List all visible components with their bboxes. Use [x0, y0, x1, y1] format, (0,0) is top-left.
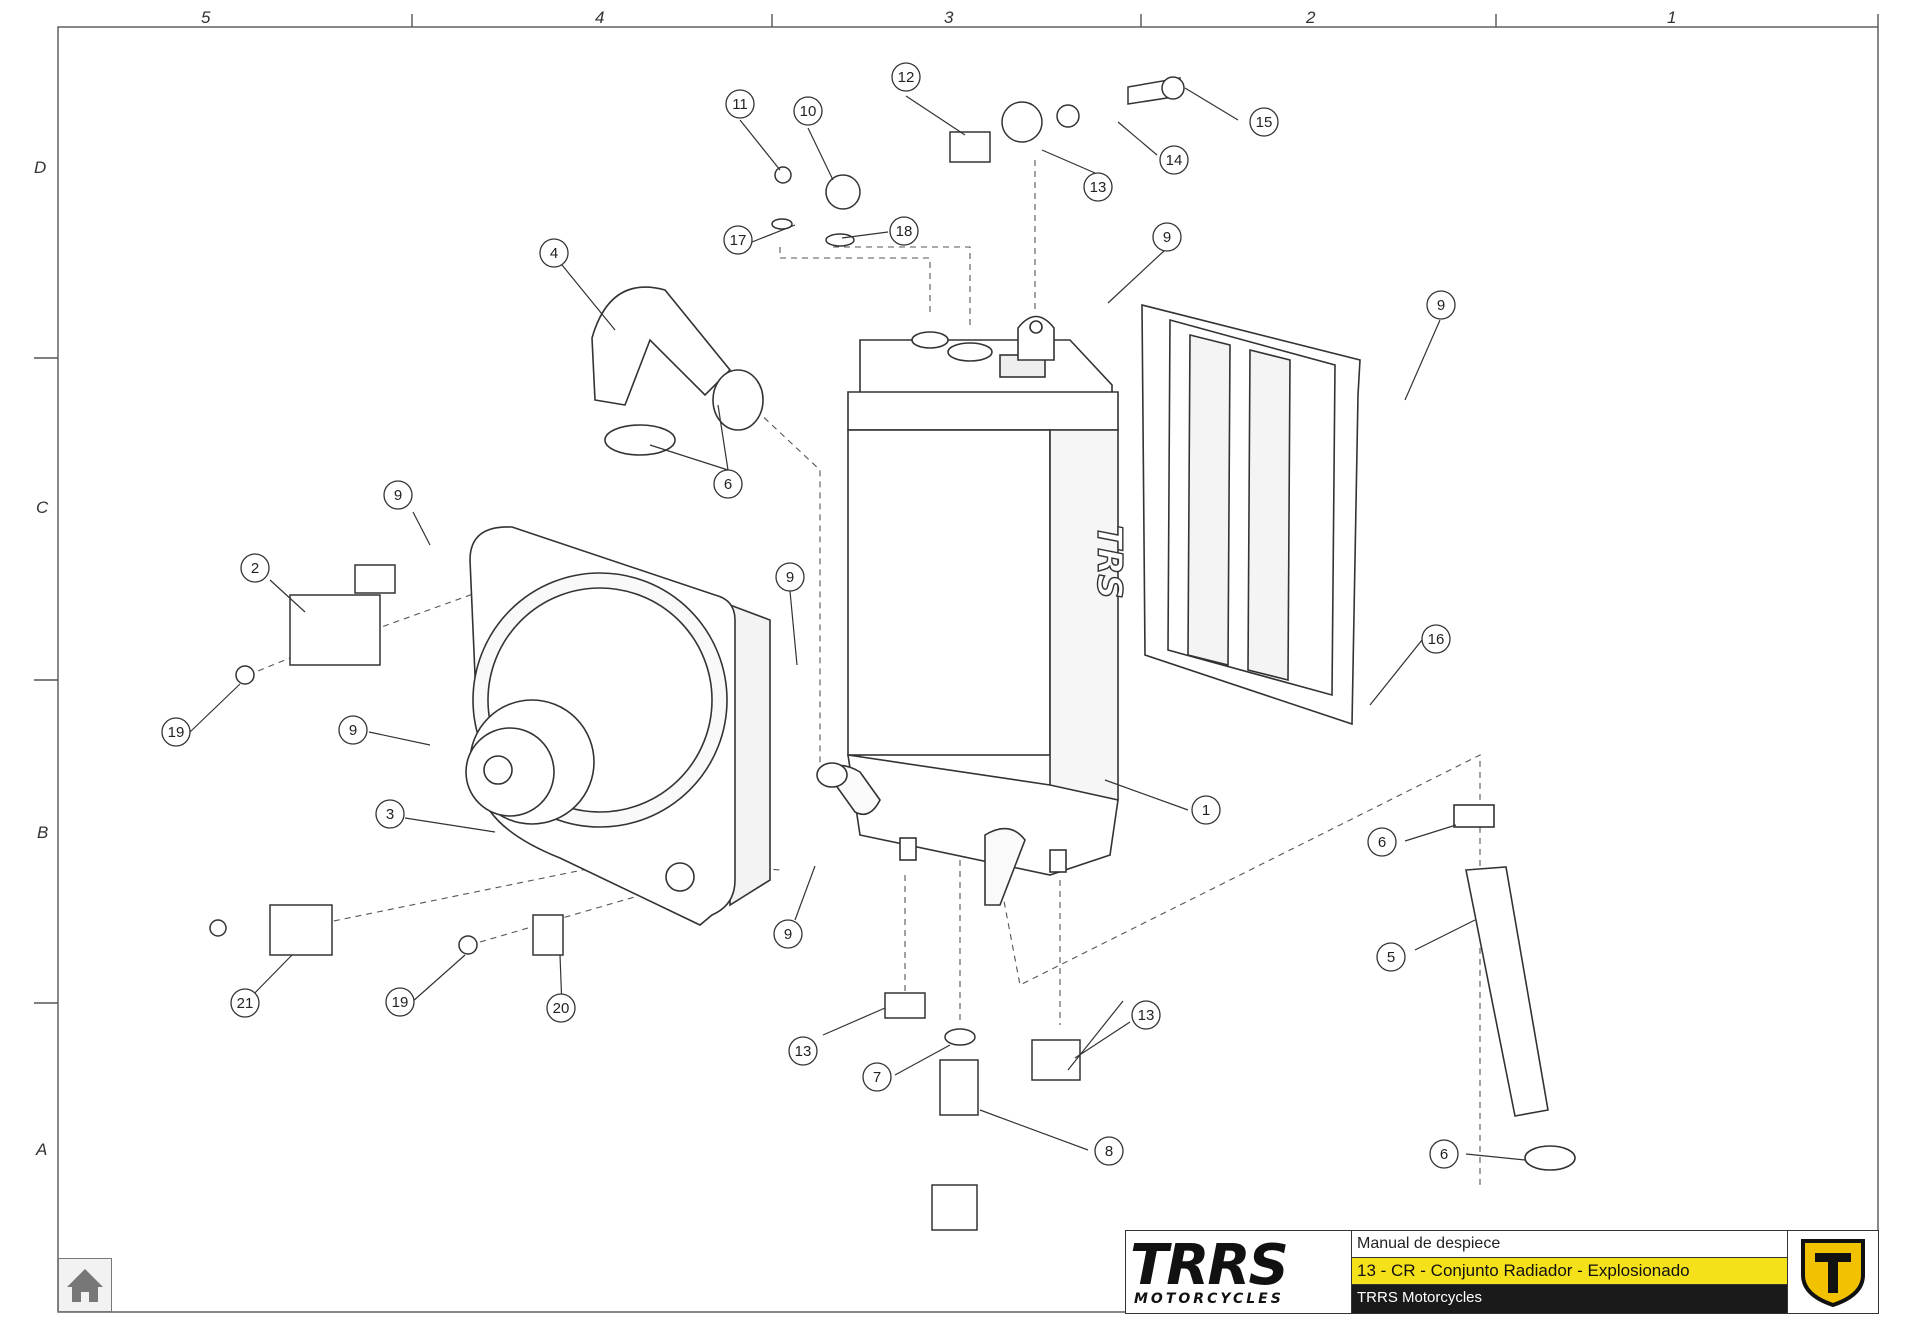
callout-19: 19: [161, 717, 191, 747]
callout-9-label: 9: [1437, 297, 1445, 314]
grid-col-3: 3: [944, 8, 954, 27]
callout-12-label: 12: [898, 69, 915, 86]
callout-17-label: 17: [730, 232, 747, 249]
callout-9: 9: [773, 919, 803, 949]
grid-col-5: 5: [201, 8, 211, 27]
brand-cell: TRRS MOTORCYCLES: [1126, 1231, 1352, 1313]
callout-21: 21: [230, 988, 260, 1018]
radiator-grille: [1141, 303, 1361, 726]
callout-1: 1: [1191, 795, 1221, 825]
callout-9: 9: [338, 715, 368, 745]
callout-10: 10: [793, 96, 823, 126]
title-block: TRRS MOTORCYCLES Manual de despiece 13 -…: [1125, 1230, 1879, 1314]
small-parts: [209, 76, 1185, 1231]
callout-8: 8: [1094, 1136, 1124, 1166]
callout-16-label: 16: [1428, 631, 1445, 648]
upper-hose: [591, 286, 764, 456]
callout-13-label: 13: [795, 1043, 812, 1060]
callout-9-label: 9: [784, 926, 792, 943]
callout-7-label: 7: [873, 1069, 881, 1086]
callout-6-label: 6: [1440, 1146, 1448, 1163]
callout-21-label: 21: [237, 995, 254, 1012]
grid-row-b: B: [37, 823, 49, 842]
callout-20-label: 20: [553, 1000, 570, 1017]
callout-15-label: 15: [1256, 114, 1273, 131]
callout-11-label: 11: [732, 96, 748, 113]
callout-9-label: 9: [349, 722, 357, 739]
callout-7: 7: [862, 1062, 892, 1092]
callout-12: 12: [891, 62, 921, 92]
callout-4: 4: [539, 238, 569, 268]
callout-2-label: 2: [251, 560, 259, 577]
callout-19-label: 19: [168, 724, 185, 741]
callout-2: 2: [240, 553, 270, 583]
grid-row-c: C: [36, 498, 49, 517]
callout-20: 20: [546, 993, 576, 1023]
callout-9: 9: [1152, 222, 1182, 252]
callout-6: 6: [713, 469, 743, 499]
home-button[interactable]: [58, 1258, 112, 1312]
brand-logo-text: TRRS: [1130, 1233, 1289, 1298]
callout-9-label: 9: [786, 569, 794, 586]
callout-6: 6: [1367, 827, 1397, 857]
callout-11: 11: [725, 89, 755, 119]
callout-19-label: 19: [392, 994, 409, 1011]
callout-5-label: 5: [1387, 949, 1395, 966]
callout-6-label: 6: [1378, 834, 1386, 851]
grid-row-d: D: [34, 158, 47, 177]
callout-9: 9: [383, 480, 413, 510]
callout-13: 13: [1083, 172, 1113, 202]
callout-15: 15: [1249, 107, 1279, 137]
document-section: 13 - CR - Conjunto Radiador - Explosiona…: [1352, 1258, 1787, 1285]
callout-9: 9: [775, 562, 805, 592]
callout-1-label: 1: [1202, 802, 1210, 819]
radiator-core: [816, 315, 1119, 906]
brand-logo-subtext: MOTORCYCLES: [1134, 1291, 1284, 1307]
callout-13: 13: [1131, 1000, 1161, 1030]
lower-hose: [1453, 804, 1576, 1171]
callout-10-label: 10: [800, 103, 817, 120]
callout-5: 5: [1376, 942, 1406, 972]
document-title: Manual de despiece: [1352, 1231, 1787, 1258]
info-cell: Manual de despiece 13 - CR - Conjunto Ra…: [1352, 1231, 1788, 1313]
callout-3: 3: [375, 799, 405, 829]
radiator-brand-mark: TRS: [1089, 525, 1129, 599]
grid-col-1: 1: [1667, 8, 1677, 27]
logo-cell: [1788, 1231, 1878, 1313]
fan-assembly: [465, 526, 771, 926]
home-icon: [67, 1269, 103, 1302]
callout-14: 14: [1159, 145, 1189, 175]
callout-16: 16: [1421, 624, 1451, 654]
callout-14-label: 14: [1166, 152, 1183, 169]
callout-6-label: 6: [724, 476, 732, 493]
callout-19: 19: [385, 987, 415, 1017]
trrs-shield-logo-icon: [1801, 1239, 1865, 1308]
callout-3-label: 3: [386, 806, 394, 823]
callout-9-label: 9: [1163, 229, 1171, 246]
callout-8-label: 8: [1105, 1143, 1113, 1160]
callout-17: 17: [723, 225, 753, 255]
callout-9-label: 9: [394, 487, 402, 504]
callout-13-label: 13: [1138, 1007, 1155, 1024]
grid-row-a: A: [36, 1140, 48, 1159]
callout-9: 9: [1426, 290, 1456, 320]
sheet-frame: [34, 14, 1879, 1313]
grid-col-4: 4: [595, 8, 605, 27]
callout-6: 6: [1429, 1139, 1459, 1169]
callout-18-label: 18: [896, 223, 913, 240]
callout-18: 18: [889, 216, 919, 246]
callout-13: 13: [0, 0, 17, 4]
company-name: TRRS Motorcycles: [1352, 1285, 1787, 1313]
callout-13-label: 13: [1090, 179, 1107, 196]
grid-col-2: 2: [1306, 8, 1316, 27]
callout-4-label: 4: [550, 245, 558, 262]
callout-13: 13: [788, 1036, 818, 1066]
